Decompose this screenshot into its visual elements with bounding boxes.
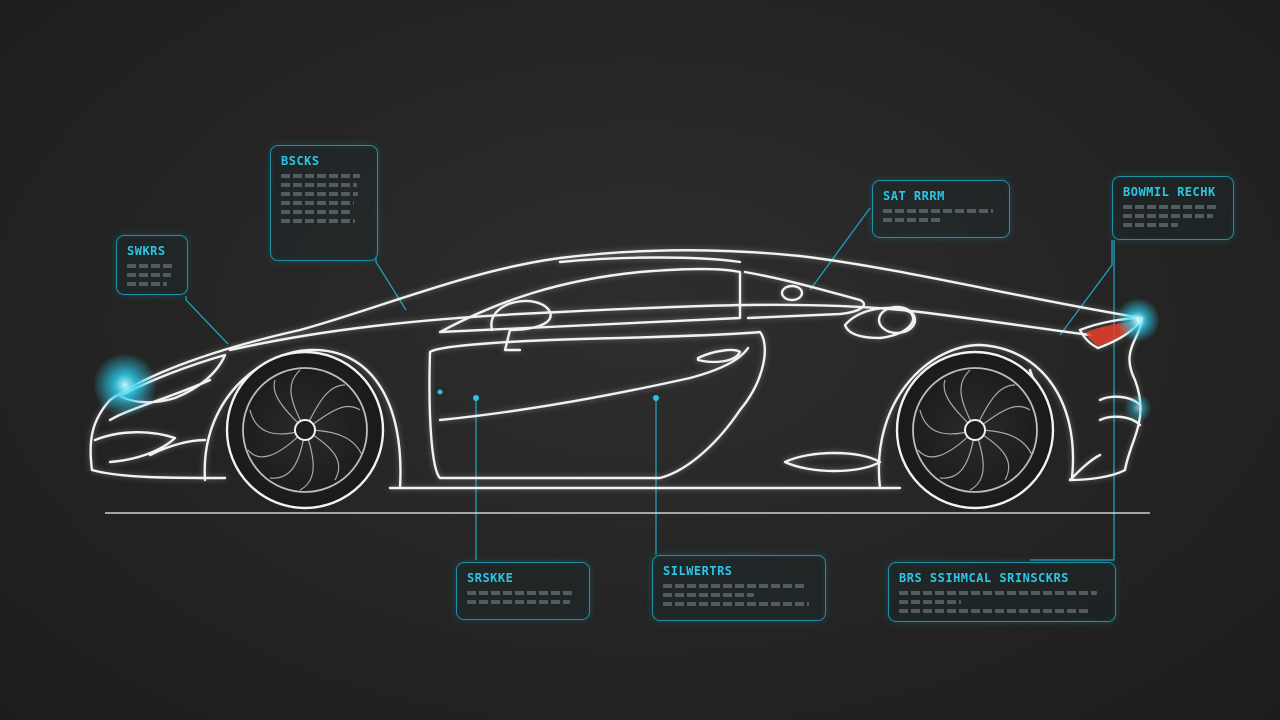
front-wheel <box>225 350 385 510</box>
callout-silwertrs: SILWERTRS <box>652 555 826 621</box>
callout-title: SWKRS <box>127 244 166 258</box>
callout-bscks: BSCKS <box>270 145 378 261</box>
callout-sat-rrrm: SAT RRRM <box>872 180 1010 238</box>
callout-title: BOWMIL RECHK <box>1123 185 1216 199</box>
callout-srskke: SRSKKE <box>456 562 590 620</box>
callout-bowmil-rechk: BOWMIL RECHK <box>1112 176 1234 240</box>
callout-title: BRS SSIHMCAL SRINSCKRS <box>899 571 1069 585</box>
rear-wheel <box>895 350 1055 510</box>
callout-title: SRSKKE <box>467 571 514 585</box>
rear-glow <box>1124 394 1152 422</box>
leader-dots <box>437 389 659 401</box>
callout-swkrs: SWKRS <box>116 235 188 295</box>
callout-brs-ssihmcal-srinsckrs: BRS SSIHMCAL SRINSCKRS <box>888 562 1116 622</box>
callout-title: SILWERTRS <box>663 564 733 578</box>
taillight-glow <box>1116 298 1160 342</box>
callout-title: SAT RRRM <box>883 189 945 203</box>
headlight-glow <box>93 353 157 417</box>
callout-title: BSCKS <box>281 154 320 168</box>
